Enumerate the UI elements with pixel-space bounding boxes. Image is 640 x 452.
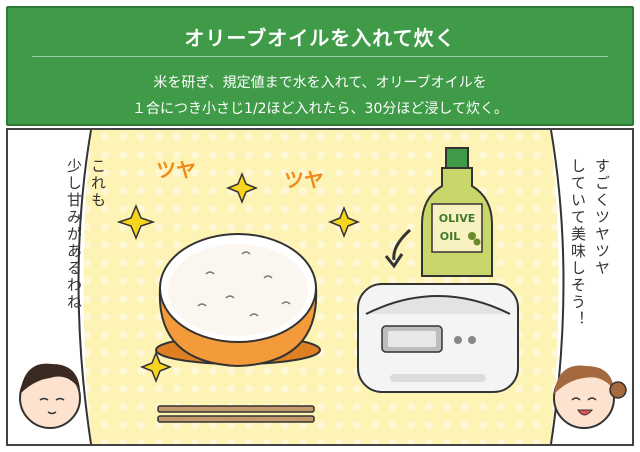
header-banner: オリーブオイルを入れて炊く 米を研ぎ、規定値まで水を入れて、オリーブオイルを １… <box>6 6 634 126</box>
bottle-label-line2: OIL <box>440 230 460 243</box>
chopsticks-icon <box>157 405 315 423</box>
left-speech-line1: これも <box>89 158 107 209</box>
bottle-label-line1: OLIVE <box>439 212 475 225</box>
illustration-svg: OLIVE OIL <box>6 128 634 446</box>
header-title: オリーブオイルを入れて炊く <box>184 26 456 50</box>
woman-face-left-icon <box>19 363 81 429</box>
arrow-icon <box>392 228 411 261</box>
right-speech-line2: していて美味しそう！ <box>569 158 587 328</box>
header-description-line2: １合につき小さじ1/2ほど入れたら、30分ほど浸して炊く。 <box>132 101 508 117</box>
left-speech-bubble-edge <box>77 129 92 445</box>
header-description-line1: 米を研ぎ、規定値まで水を入れて、オリーブオイルを <box>153 75 487 91</box>
olive-oil-bottle-icon: OLIVE OIL <box>421 147 493 277</box>
illustration-panel: OLIVE OIL <box>6 128 634 446</box>
arrow-head-icon <box>384 253 404 269</box>
title-divider <box>32 56 608 57</box>
left-speech-line2: 少し甘みがあるわね <box>65 158 83 311</box>
sparkle-icon <box>116 171 361 384</box>
shine-left-text: ツヤ <box>156 158 196 182</box>
right-speech-line1: すごくツヤツヤ <box>593 158 611 277</box>
woman-face-right-icon <box>553 365 627 429</box>
rice-bowl-icon <box>155 233 321 368</box>
shine-right-text: ツヤ <box>284 168 324 192</box>
rice-cooker-icon <box>357 283 519 393</box>
